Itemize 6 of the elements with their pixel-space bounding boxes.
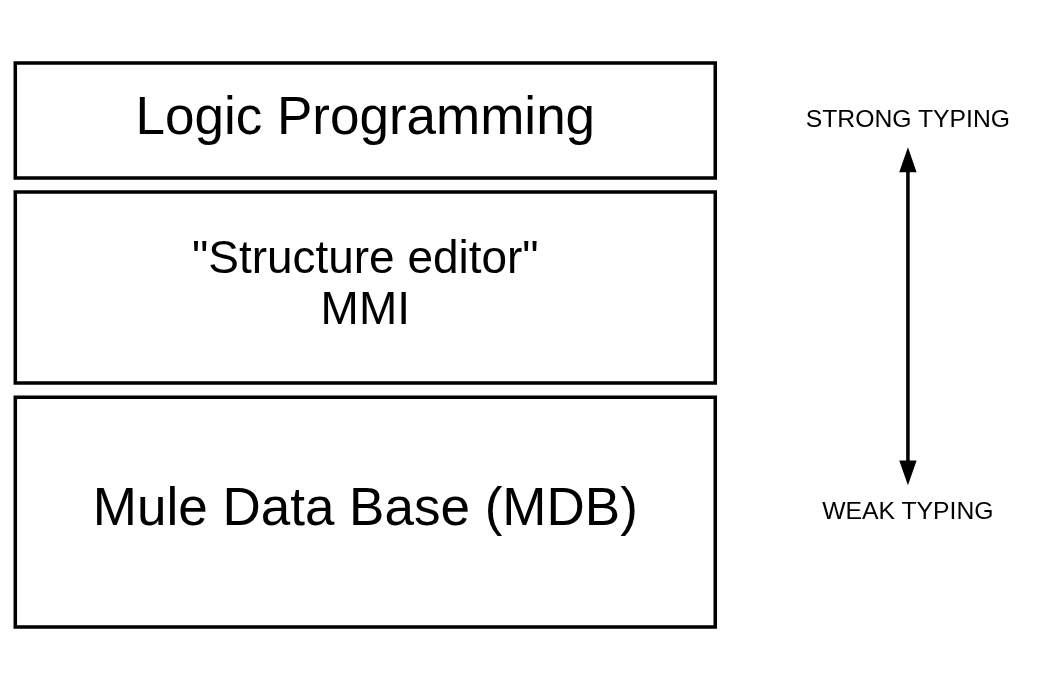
node-box: Mule Data Base (MDB) — [13, 394, 718, 629]
node-box: "Structure editor" MMI — [13, 189, 718, 385]
arrow — [899, 146, 917, 485]
node-box: Logic Programming — [13, 60, 718, 180]
node-text: STRONG TYPING — [805, 104, 1011, 132]
node-text: WEAK TYPING — [822, 496, 994, 524]
